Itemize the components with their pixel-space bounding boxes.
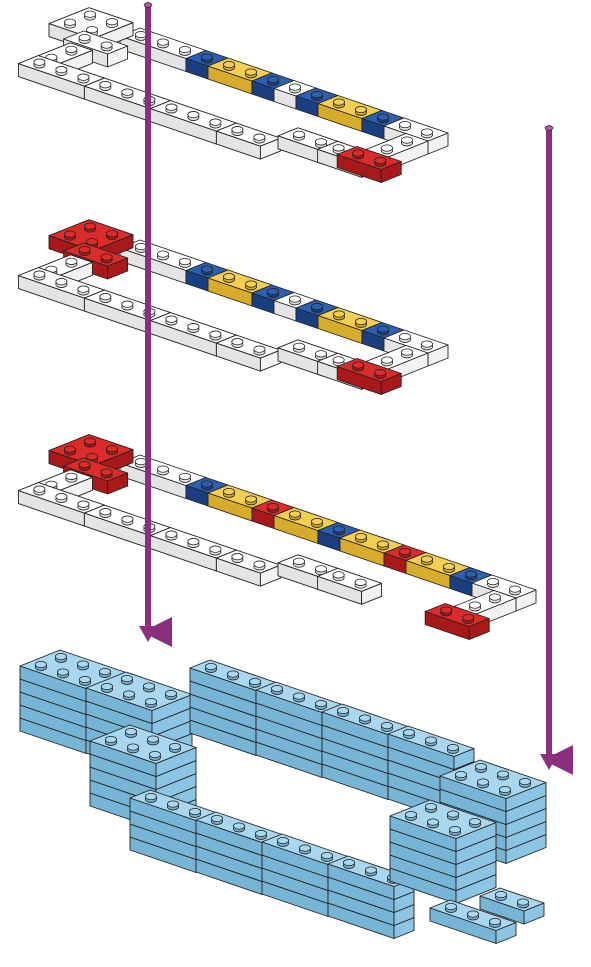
right-rod	[540, 126, 558, 770]
top-layer-ring	[18, 8, 448, 183]
blue-base-plate	[20, 650, 546, 944]
middle-layer-ring	[18, 220, 448, 395]
right-rod-cap	[545, 126, 553, 130]
bottom-layer-ring	[18, 435, 536, 640]
white-brick	[318, 568, 382, 604]
left-rod-cap	[144, 3, 152, 7]
white-brick	[216, 550, 280, 586]
white-brick	[216, 123, 280, 159]
left-rod-arrowhead	[139, 626, 157, 642]
white-brick	[216, 335, 280, 371]
right-rod-arrowhead	[540, 754, 558, 770]
